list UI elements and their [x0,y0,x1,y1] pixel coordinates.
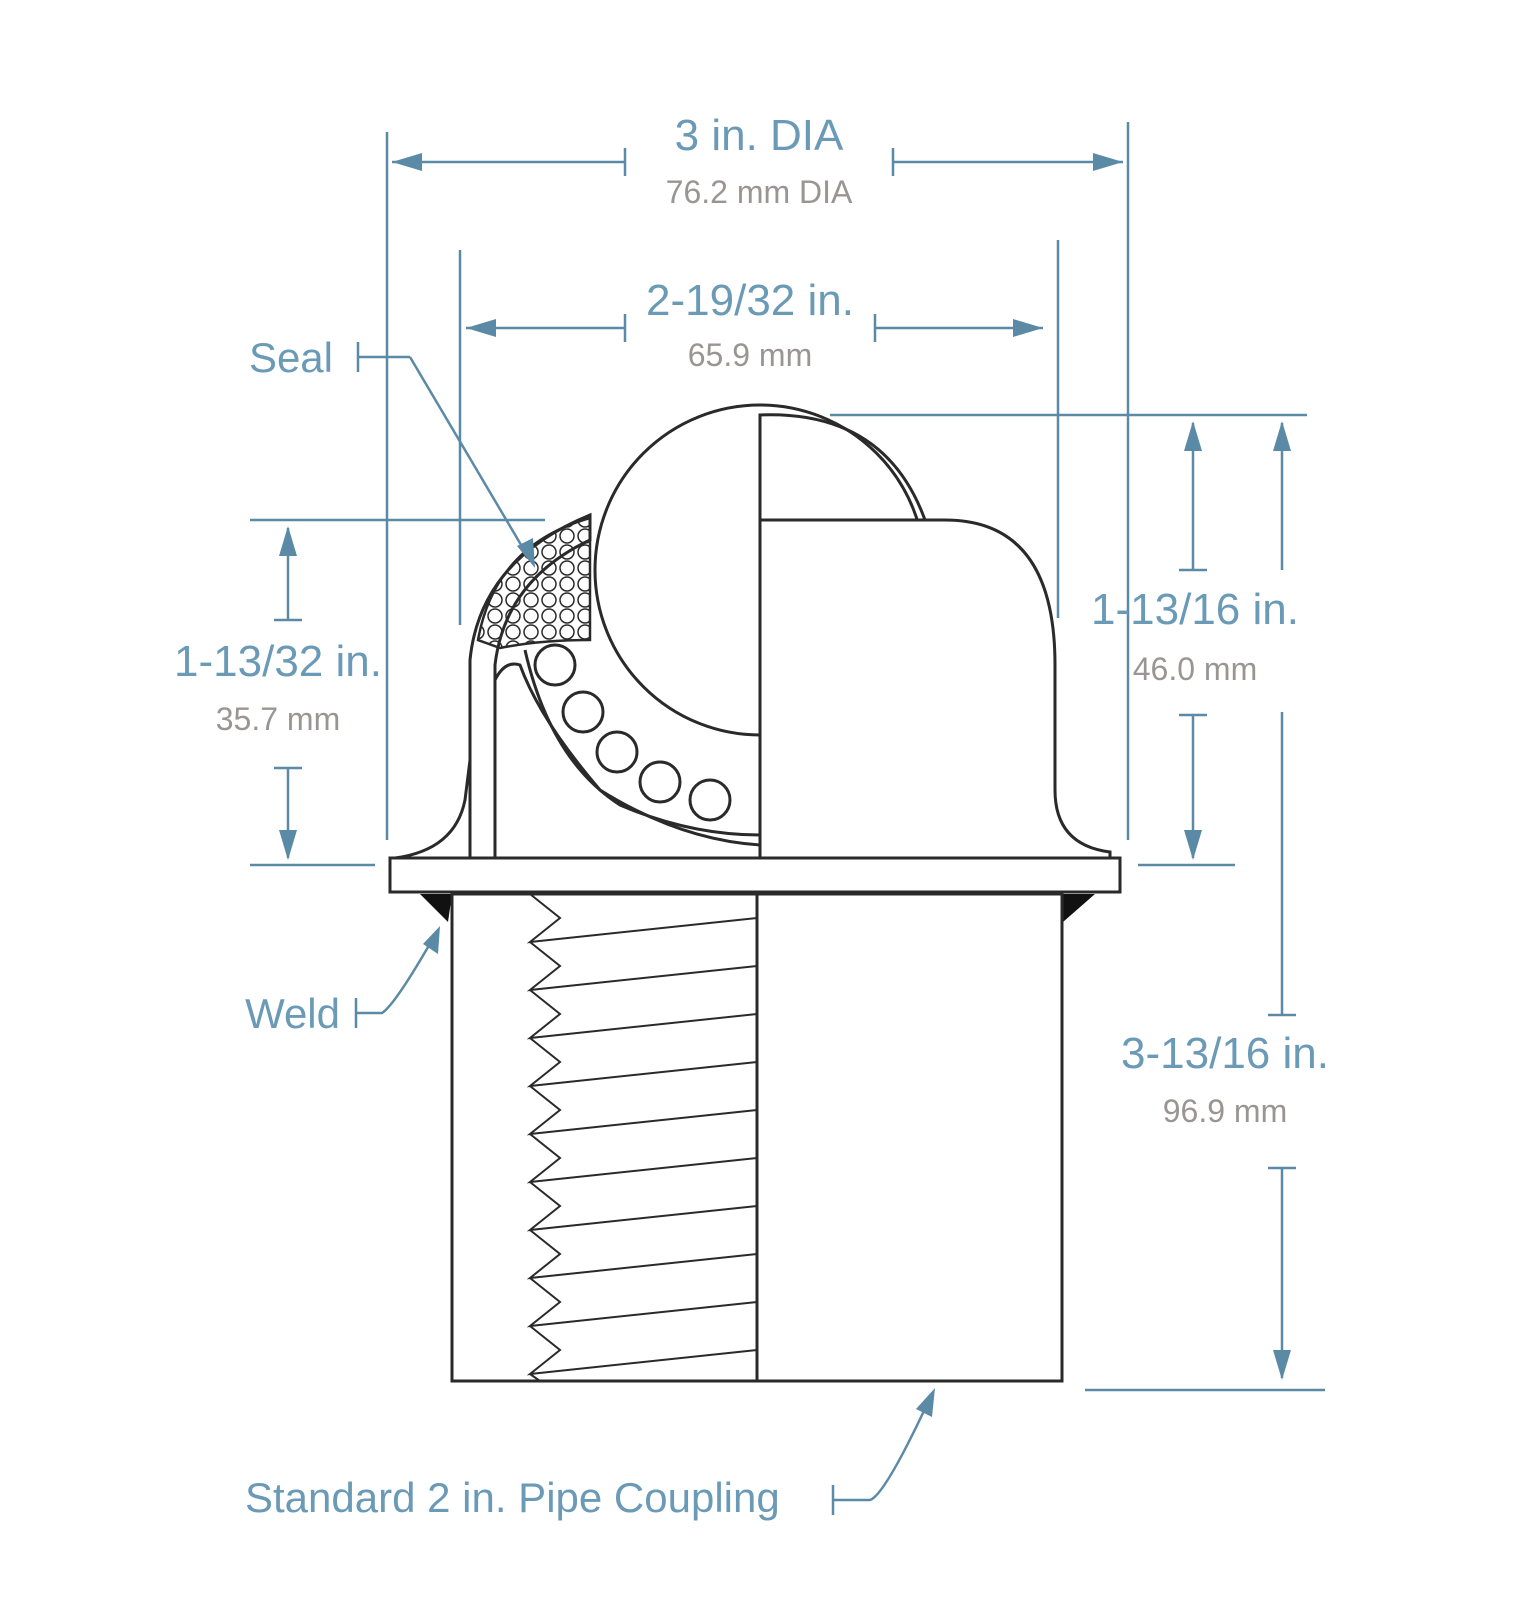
weld-callout: Weld [245,990,340,1037]
weld-right [1060,894,1095,922]
top-height-metric: 46.0 mm [1133,651,1257,687]
overall-diameter-metric: 76.2 mm DIA [666,174,853,210]
support-balls [533,643,732,822]
support-ball [595,730,639,774]
weld-left [420,894,452,922]
support-ball [533,643,577,687]
top-height-imperial: 1-13/16 in. [1091,585,1299,634]
seal-height-imperial: 1-13/32 in. [174,637,382,686]
housing-left-foot [394,759,472,860]
support-ball [561,690,605,734]
seal-height-metric: 35.7 mm [216,701,340,737]
pipe-threads [526,893,758,1382]
coupling-callout: Standard 2 in. Pipe Coupling [245,1474,780,1521]
ball-cup [493,662,762,860]
housing-width-metric: 65.9 mm [688,337,812,373]
callout-labels: Seal Weld Standard 2 in. Pipe Coupling [245,334,780,1521]
seal-region [476,516,592,650]
support-ball [638,760,682,804]
housing-right-dome [758,518,1112,860]
dimension-labels: 3 in. DIA 76.2 mm DIA 2-19/32 in. 65.9 m… [174,111,1329,1129]
main-ball [758,413,928,522]
seal-callout: Seal [249,334,333,381]
overall-height-metric: 96.9 mm [1163,1093,1287,1129]
overall-height-imperial: 3-13/16 in. [1121,1029,1329,1078]
overall-diameter-imperial: 3 in. DIA [675,111,844,160]
ball-race [523,649,761,837]
part-drawing [388,403,1122,1383]
support-ball [688,778,732,822]
housing-width-imperial: 2-19/32 in. [646,276,854,325]
flange-plate [388,856,1122,894]
dimension-lines [250,122,1325,1515]
